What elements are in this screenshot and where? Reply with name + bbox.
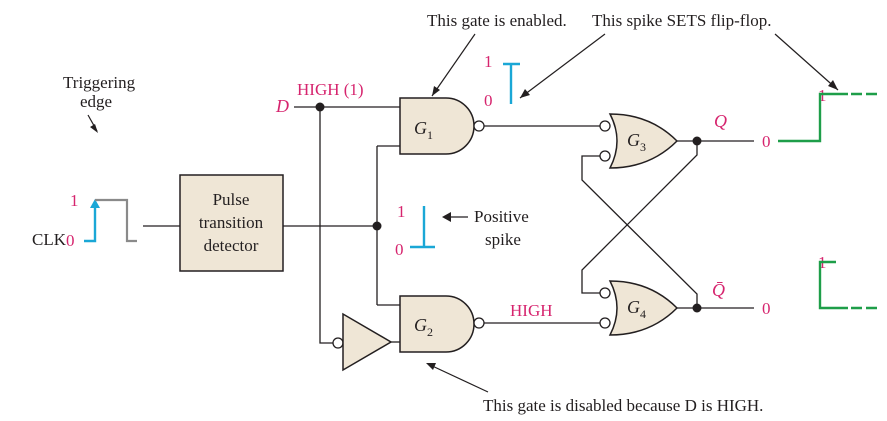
spike-sets-arrow-right xyxy=(774,33,839,91)
d-input-label: D xyxy=(275,96,289,116)
enabled-note-arrowhead xyxy=(432,86,440,96)
gate-g4 xyxy=(608,280,679,336)
spike-sets-arrow-left xyxy=(519,33,606,99)
spike-top-level-1: 1 xyxy=(484,52,493,71)
detector-label-line1: Pulse xyxy=(213,190,250,209)
clk-label: CLK xyxy=(32,230,67,249)
clk-edge-arrowhead xyxy=(90,199,100,208)
q-output-label: Q xyxy=(714,111,727,131)
gate-g4-input-bubble-bottom xyxy=(599,317,611,329)
triggering-edge-arrowhead xyxy=(90,124,98,133)
clk-level-1: 1 xyxy=(70,191,79,210)
gate-g2 xyxy=(399,295,475,353)
detector-label-line2: transition xyxy=(199,213,264,232)
spike-mid-level-1: 1 xyxy=(397,202,406,221)
gate-g4-label: G4 xyxy=(627,297,646,321)
spike-top-level-0: 0 xyxy=(484,91,493,110)
positive-spike-arrowhead xyxy=(442,212,451,222)
gate-g1 xyxy=(399,97,475,155)
negative-spike-waveform xyxy=(503,62,520,104)
feedback-q-to-g4 xyxy=(581,141,698,294)
gate-g3-input-bubble-top xyxy=(599,120,611,132)
disabled-note-arrowhead xyxy=(426,363,436,370)
clk-level-0: 0 xyxy=(66,231,75,250)
gate-g3-label: G3 xyxy=(627,130,646,154)
gate-g1-output-bubble xyxy=(473,120,485,132)
g2-high-label: HIGH xyxy=(510,301,553,320)
qbar-output-label: Q̄ xyxy=(712,280,725,300)
pulse-transition-detector-box xyxy=(179,174,284,272)
enabled-gate-note: This gate is enabled. xyxy=(427,11,567,30)
disabled-note-arrow xyxy=(427,363,489,393)
gate-g3 xyxy=(608,113,679,169)
qbar-output-waveform xyxy=(818,260,848,310)
spike-sets-arrowhead-right xyxy=(828,80,838,90)
spike-sets-arrowhead-left xyxy=(520,89,530,98)
disabled-gate-note: This gate is disabled because D is HIGH. xyxy=(483,396,763,415)
clk-rising-edge xyxy=(84,205,97,243)
feedback-qbar-to-g3 xyxy=(581,155,698,308)
q-out-level-1: 1 xyxy=(818,86,827,105)
gate-g2-output-bubble xyxy=(473,317,485,329)
q-out-level-0: 0 xyxy=(762,132,771,151)
d-wire-to-inverter xyxy=(319,107,333,344)
spike-sets-note: This spike SETS flip-flop. xyxy=(592,11,771,30)
gate-g1-label: G1 xyxy=(414,118,433,142)
qbar-out-level-0: 0 xyxy=(762,299,771,318)
q-output-waveform xyxy=(778,92,848,143)
positive-spike-waveform xyxy=(410,206,435,249)
positive-spike-label-line1: Positive xyxy=(474,207,529,226)
inverter-input-bubble xyxy=(332,337,344,349)
gate-g4-input-bubble-top xyxy=(599,287,611,299)
detector-label-line3: detector xyxy=(204,236,259,255)
triggering-edge-label-line1: Triggering xyxy=(63,73,136,92)
gate-g3-input-bubble-bottom xyxy=(599,150,611,162)
d-high-label: HIGH (1) xyxy=(297,80,364,99)
triggering-edge-label-line2: edge xyxy=(80,92,112,111)
gate-g2-label: G2 xyxy=(414,315,433,339)
clk-pulse-waveform xyxy=(95,198,137,243)
enabled-note-arrow xyxy=(431,33,476,97)
inverter xyxy=(342,312,393,372)
positive-spike-label-line2: spike xyxy=(485,230,521,249)
spike-mid-level-0: 0 xyxy=(395,240,404,259)
